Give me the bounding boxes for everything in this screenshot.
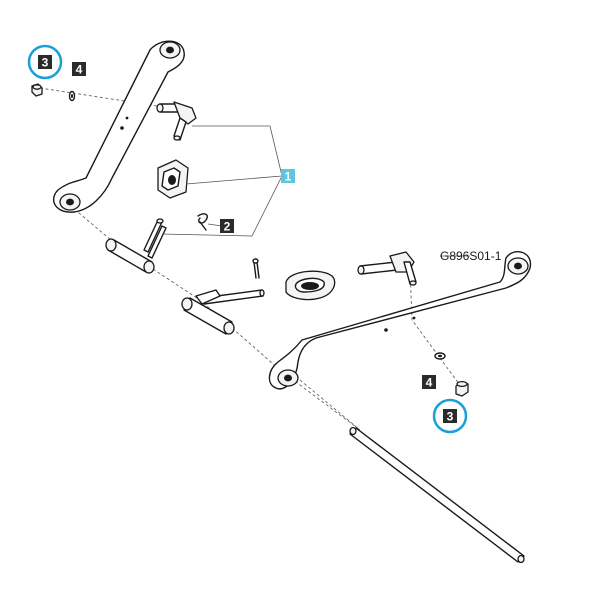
drawing-code: G896S01-1 <box>440 249 502 263</box>
upper-nut <box>31 83 43 97</box>
upper-clamp <box>157 159 189 199</box>
highlight-ring <box>432 398 468 434</box>
upper-arm <box>53 40 185 213</box>
callout-3-top: 3 <box>27 44 63 80</box>
callout-2: 2 <box>220 219 234 234</box>
split-pin <box>252 258 260 279</box>
lower-arm <box>268 250 532 390</box>
callout-4-bottom: 4 <box>422 375 436 390</box>
lower-tube-assembly <box>181 289 265 335</box>
callout-1-label: 1 <box>285 170 292 184</box>
lower-washer <box>434 352 446 360</box>
callout-4-top: 4 <box>72 62 86 77</box>
callout-3-top-label: 3 <box>42 56 49 70</box>
leader-lines <box>161 125 470 257</box>
highlight-ring <box>27 44 63 80</box>
long-rod <box>349 426 525 564</box>
callout-4-top-label: 4 <box>76 63 83 77</box>
upper-tube-assembly <box>105 218 167 274</box>
lower-nut <box>455 380 469 397</box>
callout-2-label: 2 <box>224 220 231 234</box>
callout-1: 1 <box>281 169 295 184</box>
lower-angled-pin <box>357 251 417 286</box>
upper-angled-pin <box>156 101 197 141</box>
callout-3-bottom-label: 3 <box>447 410 454 424</box>
lower-clamp <box>285 270 336 301</box>
callout-3-bottom: 3 <box>432 398 468 434</box>
callout-4-bottom-label: 4 <box>426 376 433 390</box>
spring-clip <box>197 213 208 231</box>
upper-washer <box>68 90 76 102</box>
